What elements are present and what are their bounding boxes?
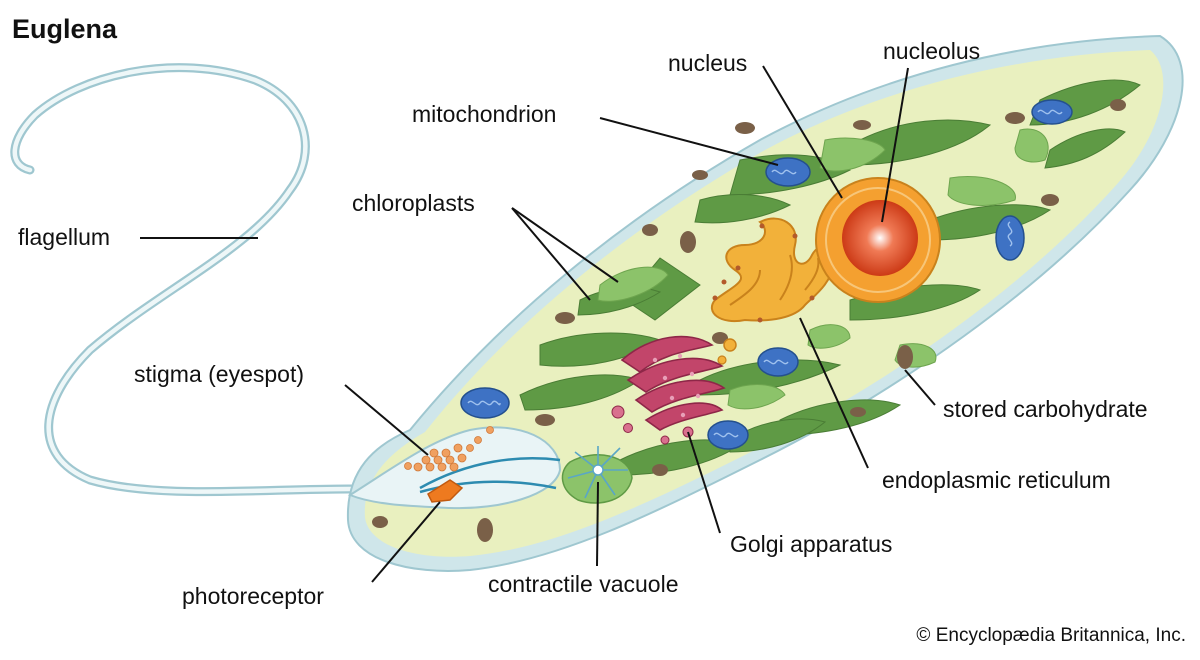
label-nucleus: nucleus bbox=[668, 50, 748, 76]
label-nucleolus: nucleolus bbox=[883, 38, 981, 64]
photoreceptor-shape bbox=[427, 479, 464, 503]
label-golgi-apparatus: Golgi apparatus bbox=[730, 531, 893, 557]
flagellum-shape bbox=[10, 63, 423, 498]
stigma-granules bbox=[404, 426, 494, 472]
mitochondria-group bbox=[460, 99, 1073, 450]
label-chloroplasts: chloroplasts bbox=[352, 190, 475, 216]
label-stigma: stigma (eyespot) bbox=[134, 361, 305, 387]
copyright-credit: © Encyclopædia Britannica, Inc. bbox=[916, 625, 1186, 646]
er-ribosomes bbox=[712, 223, 835, 323]
diagram-title: Euglena bbox=[12, 14, 118, 44]
endoplasmic-reticulum-shape bbox=[710, 217, 837, 323]
label-stored-carbohydrate: stored carbohydrate bbox=[943, 396, 1148, 422]
chloroplast-group bbox=[519, 79, 1141, 476]
label-mitochondrion: mitochondrion bbox=[412, 101, 557, 127]
nucleolus-shape bbox=[842, 200, 918, 276]
nucleus-shape bbox=[815, 177, 941, 303]
label-photoreceptor: photoreceptor bbox=[182, 583, 324, 609]
carbohydrate-granules bbox=[372, 99, 1126, 542]
contractile-vacuole-shape bbox=[561, 446, 633, 504]
label-contractile-vacuole: contractile vacuole bbox=[488, 571, 679, 597]
label-flagellum: flagellum bbox=[18, 224, 111, 250]
label-endoplasmic-reticulum: endoplasmic reticulum bbox=[882, 467, 1111, 493]
chloroplast-light-group bbox=[597, 128, 1049, 410]
leader-lines bbox=[140, 65, 936, 583]
